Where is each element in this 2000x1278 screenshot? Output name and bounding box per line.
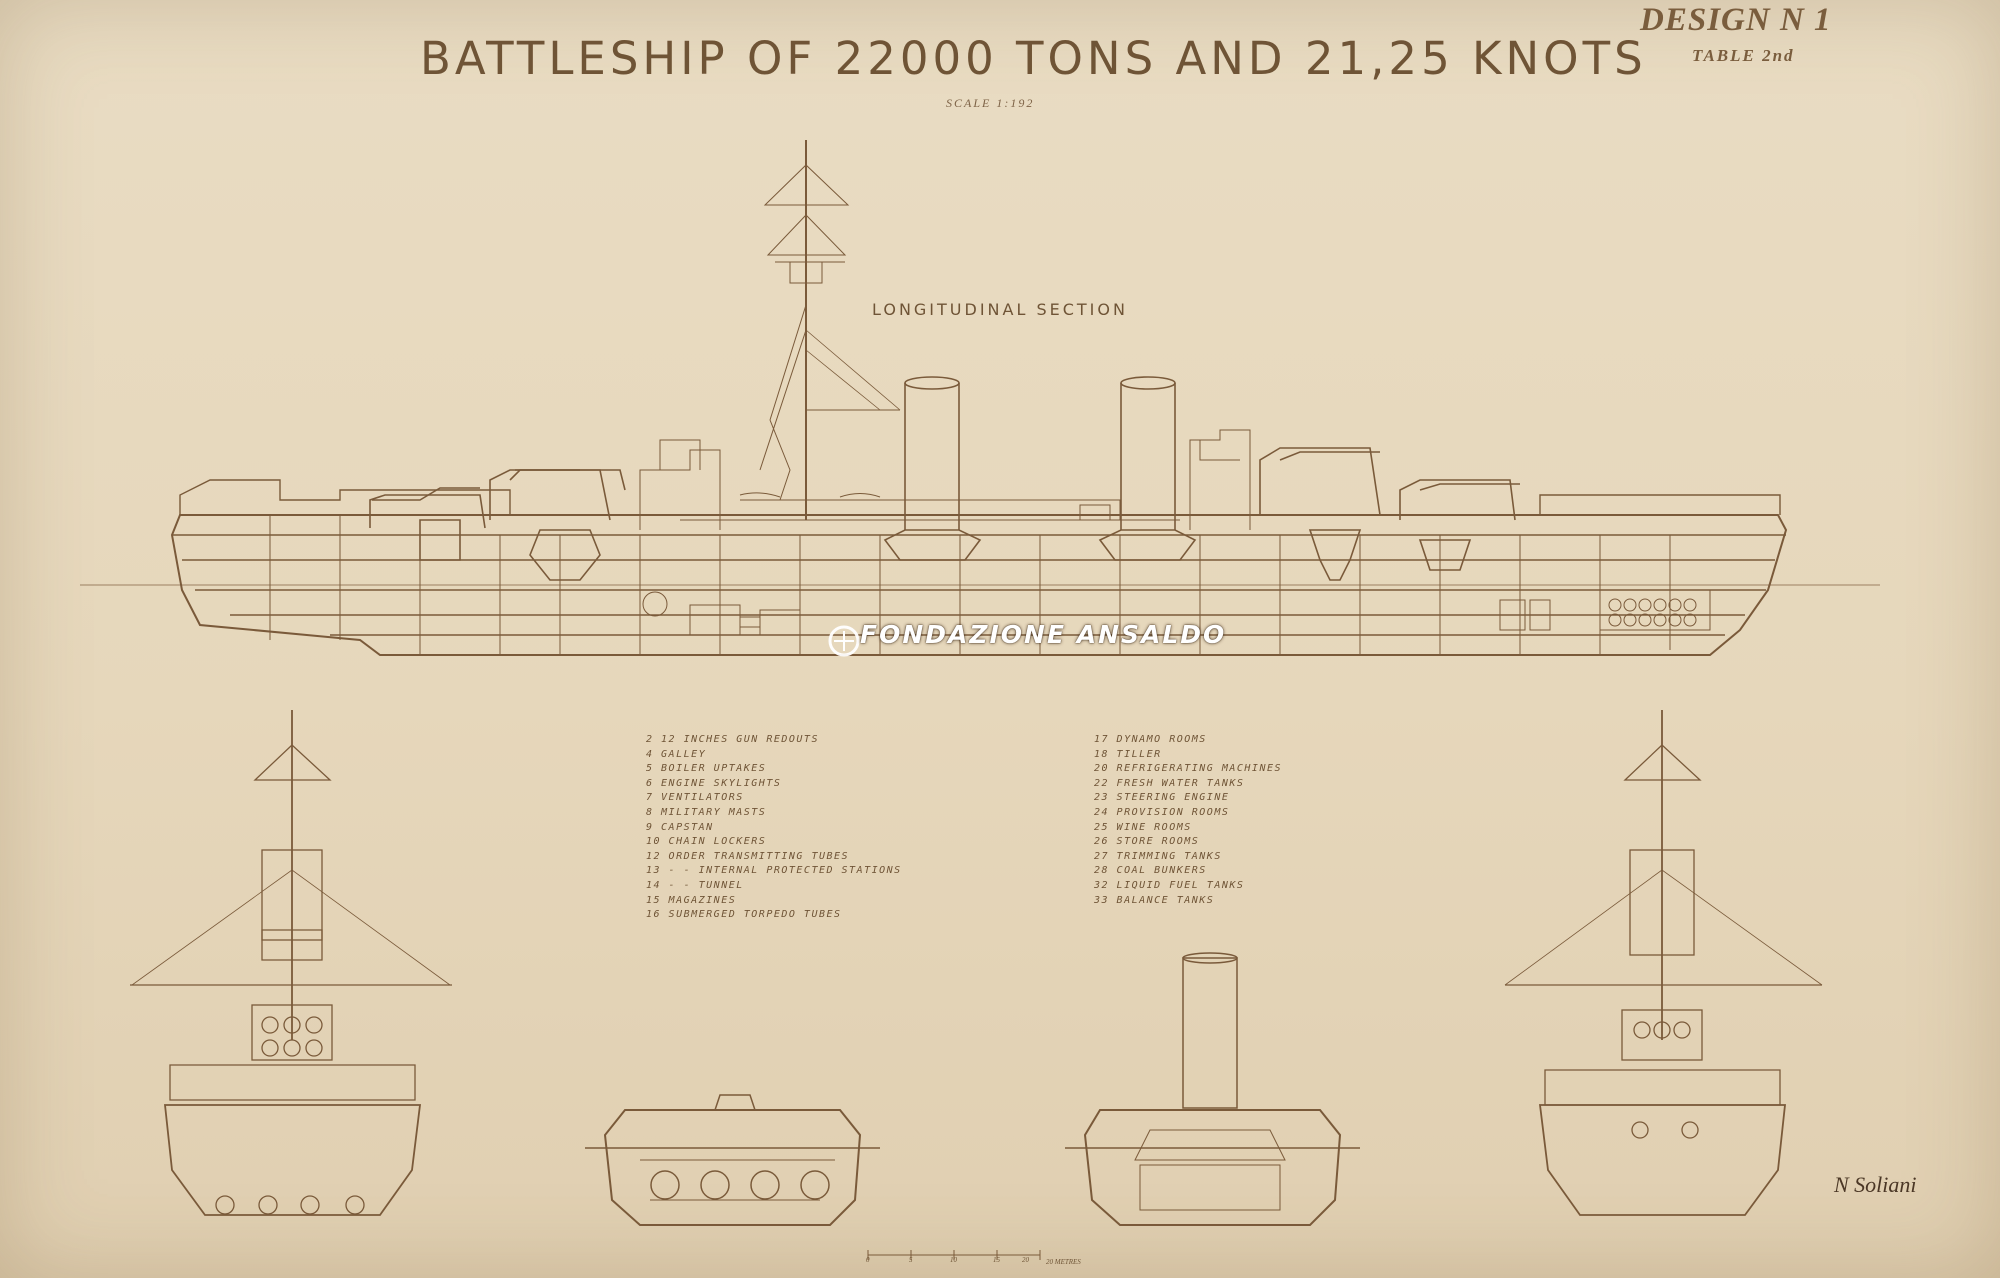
scale-tick-label: 20 xyxy=(1022,1256,1029,1264)
table-label: TABLE 2nd xyxy=(1692,46,1795,65)
legend-item: 22 FRESH WATER TANKS xyxy=(1094,777,1245,789)
cross-section-boilers xyxy=(585,1094,880,1226)
legend-item: 6 ENGINE SKYLIGHTS xyxy=(646,777,782,789)
scale-tick-label: 0 xyxy=(866,1256,870,1264)
legend-item: 18 TILLER xyxy=(1094,748,1162,760)
legend-item: 13 - - INTERNAL PROTECTED STATIONS xyxy=(646,865,902,877)
bow-view-left xyxy=(130,710,452,1216)
ansaldo-logo-icon xyxy=(828,625,860,657)
scale-bar xyxy=(867,1250,1041,1260)
legend-item: 25 WINE ROOMS xyxy=(1094,821,1192,833)
cross-section-funnel xyxy=(1065,952,1360,1226)
main-mast xyxy=(759,140,901,520)
legend-item: 32 LIQUID FUEL TANKS xyxy=(1094,879,1245,891)
legend-item: 17 DYNAMO ROOMS xyxy=(1094,734,1207,745)
scale-bar-unit: 20 METRES xyxy=(1046,1258,1081,1266)
legend-item: 14 - - TUNNEL xyxy=(646,879,744,891)
bow-view-right xyxy=(1504,710,1823,1216)
superstructure xyxy=(639,429,1251,530)
legend-item: 5 BOILER UPTAKES xyxy=(646,763,767,775)
watermark: FONDAZIONE ANSALDO xyxy=(826,620,1226,649)
legend-item: 28 COAL BUNKERS xyxy=(1094,865,1207,877)
scale-tick-label: 15 xyxy=(993,1256,1000,1264)
legend-item: 33 BALANCE TANKS xyxy=(1094,894,1215,906)
legend-item: 4 GALLEY xyxy=(646,748,707,760)
legend-item: 23 STEERING ENGINE xyxy=(1094,792,1230,804)
legend-item: 15 MAGAZINES xyxy=(646,894,737,906)
signature: N Soliani xyxy=(1834,1172,1917,1197)
legend-item: 8 MILITARY MASTS xyxy=(646,806,767,818)
page-title: BATTLESHIP OF 22000 TONS AND 21,25 KNOTS xyxy=(420,32,1647,85)
scale-tick-label: 10 xyxy=(950,1256,957,1264)
funnels xyxy=(883,376,1197,561)
legend-item: 12 ORDER TRANSMITTING TUBES xyxy=(646,850,850,862)
legend-item: 24 PROVISION ROOMS xyxy=(1094,806,1230,818)
legend-item: 7 VENTILATORS xyxy=(646,792,744,804)
watermark-text: FONDAZIONE ANSALDO xyxy=(860,620,1227,649)
legend-item: 16 SUBMERGED TORPEDO TUBES xyxy=(646,909,842,921)
scale-tick-label: 5 xyxy=(909,1256,913,1264)
engine-room-machinery xyxy=(642,589,1711,636)
scale-label: SCALE 1:192 xyxy=(946,96,1035,110)
longitudinal-hull xyxy=(170,479,1788,656)
legend-item: 10 CHAIN LOCKERS xyxy=(646,836,767,848)
legend-item: 9 CAPSTAN xyxy=(646,821,714,833)
legend-item: 27 TRIMMING TANKS xyxy=(1094,850,1222,862)
legend-right: 17 DYNAMO ROOMS 18 TILLER 20 REFRIGERATI… xyxy=(1094,734,1282,909)
longitudinal-section-title: LONGITUDINAL SECTION xyxy=(872,300,1128,319)
legend-item: 2 12 INCHES GUN REDOUTS xyxy=(646,734,819,745)
gun-turrets xyxy=(369,447,1520,581)
legend-item: 26 STORE ROOMS xyxy=(1094,836,1200,848)
design-number: DESIGN N 1 xyxy=(1640,2,1832,38)
legend-item: 20 REFRIGERATING MACHINES xyxy=(1094,763,1283,775)
legend-left: 2 12 INCHES GUN REDOUTS 4 GALLEY 5 BOILE… xyxy=(646,734,902,924)
